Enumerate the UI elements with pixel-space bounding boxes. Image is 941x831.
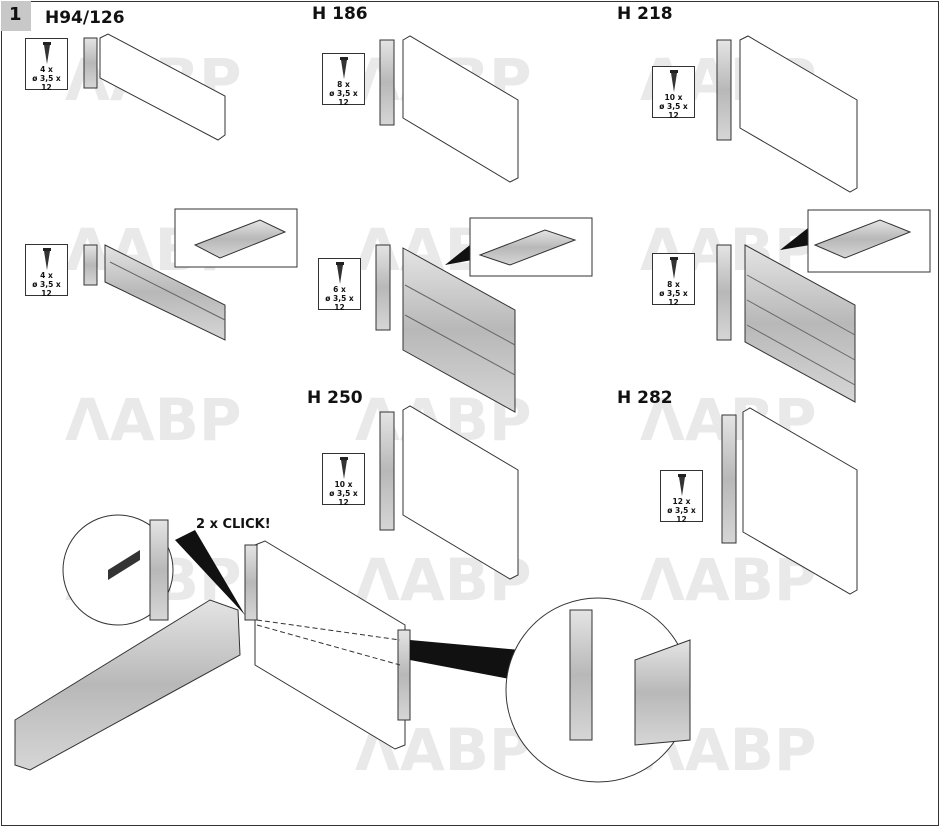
screw-spec-box: 12 x ø 3,5 x 12 (660, 470, 703, 524)
variant-title-h218: H 218 (617, 4, 673, 24)
screw-spec-box: 4 x ø 3,5 x 12 (25, 38, 68, 92)
screw-icon (42, 248, 51, 270)
screw-spec-box: 8 x ø 3,5 x 12 (652, 253, 695, 307)
screw-size: ø 3,5 x 12 (32, 74, 61, 92)
screw-count: 8 x (337, 80, 350, 89)
screw-spec-box: 6 x ø 3,5 x 12 (318, 258, 361, 312)
step-number: 1 (1, 1, 31, 31)
screw-icon (669, 70, 678, 92)
screw-size: ø 3,5 x 12 (329, 489, 358, 507)
front-panels (99, 33, 858, 750)
screw-size: ø 3,5 x 12 (32, 280, 61, 298)
screw-count: 4 x (40, 65, 53, 74)
screw-count: 12 x (672, 497, 691, 506)
variant-title-h186: H 186 (312, 4, 368, 24)
screw-icon (669, 257, 678, 279)
screw-size: ø 3,5 x 12 (325, 294, 354, 312)
screw-icon (339, 57, 348, 79)
screw-spec-box: 10 x ø 3,5 x 12 (652, 66, 695, 120)
variant-title-h250: H 250 (307, 388, 363, 408)
screw-spec-box: 10 x ø 3,5 x 12 (322, 453, 365, 507)
profile-grooves (109, 261, 856, 386)
screw-size: ø 3,5 x 12 (329, 89, 358, 107)
screw-count: 10 x (334, 480, 353, 489)
screw-icon (677, 474, 686, 496)
screw-size: ø 3,5 x 12 (659, 289, 688, 307)
screw-count: 10 x (664, 93, 683, 102)
screw-icon (42, 42, 51, 64)
screw-count: 8 x (667, 280, 680, 289)
screw-size: ø 3,5 x 12 (659, 102, 688, 120)
drawer-side-profiles (14, 244, 856, 771)
click-instruction: 2 x CLICK! (196, 517, 271, 532)
screw-spec-box: 8 x ø 3,5 x 12 (322, 53, 365, 107)
screw-icon (335, 262, 344, 284)
screw-size: ø 3,5 x 12 (667, 506, 696, 524)
variant-title-h282: H 282 (617, 388, 673, 408)
screw-icon (339, 457, 348, 479)
screw-spec-box: 4 x ø 3,5 x 12 (25, 244, 68, 298)
detail-callouts (62, 208, 931, 783)
front-brackets (83, 37, 737, 721)
variant-title-h94: H94/126 (45, 8, 125, 28)
screw-count: 4 x (40, 271, 53, 280)
screw-count: 6 x (333, 285, 346, 294)
